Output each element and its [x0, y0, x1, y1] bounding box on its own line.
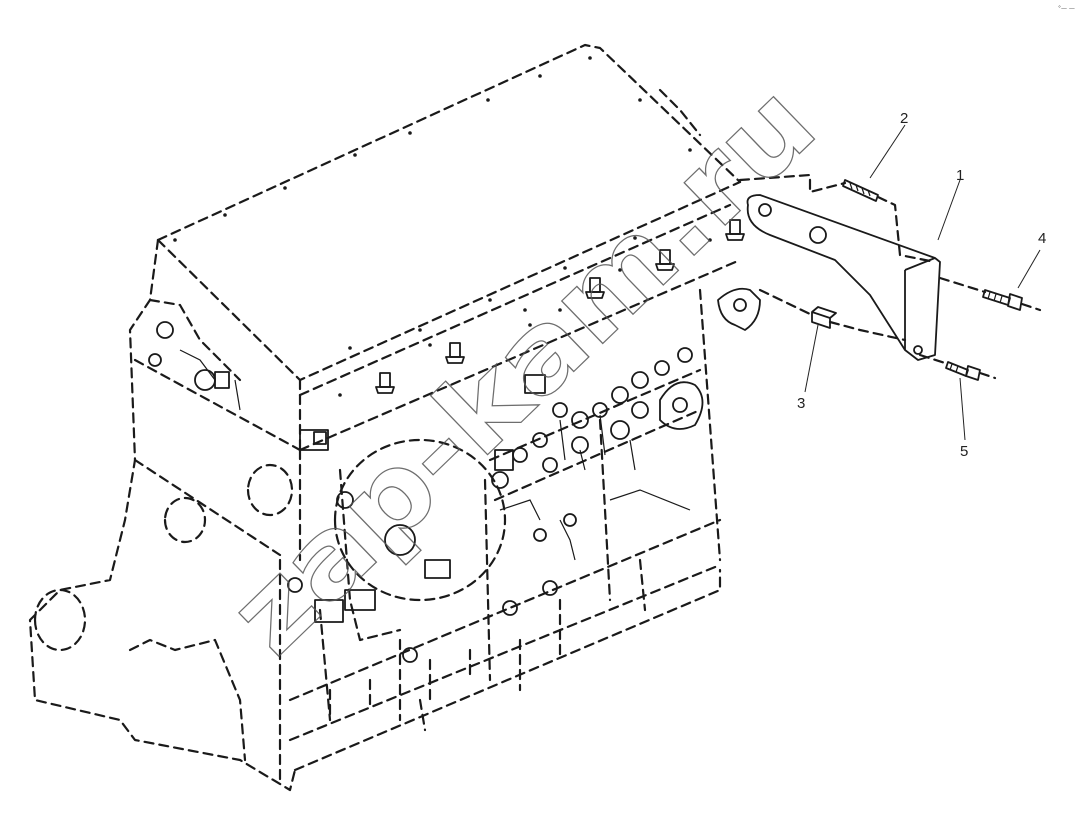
front-cover-circle: [314, 438, 507, 623]
spacer-part-3: [811, 306, 837, 329]
callout-label-5: 5: [960, 443, 968, 460]
mounting-flange: [717, 287, 761, 331]
deck-holes: [173, 56, 712, 397]
capscrew-part-5: [945, 361, 981, 381]
callout-leaders: [804, 124, 1041, 441]
capscrew-part-4: [982, 289, 1023, 311]
engine-top-deck: [156, 43, 742, 452]
corner-mark: °— —: [1058, 5, 1075, 12]
callout-label-1: 1: [956, 167, 964, 184]
watermark-text: zap-kam.ru: [206, 61, 840, 679]
callout-label-2: 2: [900, 110, 908, 127]
callout-label-4: 4: [1038, 230, 1046, 247]
rear-left-hardware: [148, 321, 329, 451]
stud-part-2: [842, 179, 879, 202]
injector-cluster: [488, 347, 704, 561]
assembly-lines: [738, 173, 1042, 380]
top-studs: [313, 219, 745, 445]
callout-label-3: 3: [797, 395, 805, 412]
engine-side-wall: [28, 238, 722, 792]
lower-bosses: [287, 491, 577, 722]
bracket-part-1: [746, 194, 941, 361]
